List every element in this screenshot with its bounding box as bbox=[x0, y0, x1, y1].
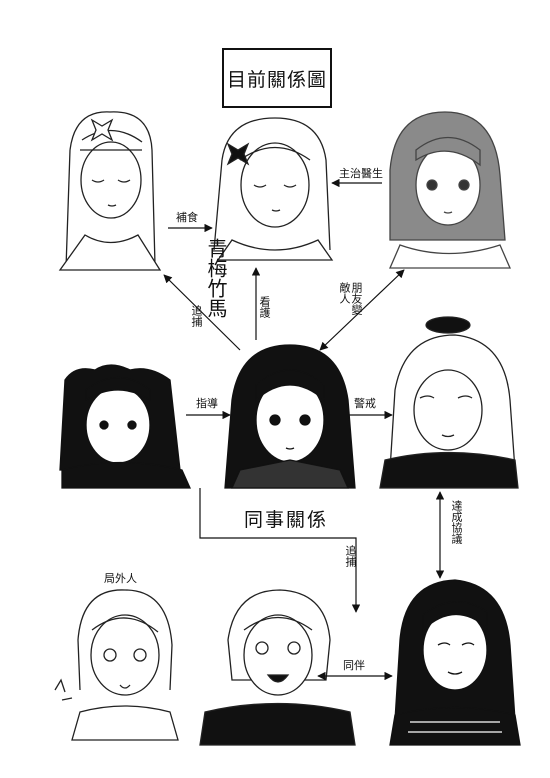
character-top-left bbox=[58, 111, 162, 271]
character-mid-left bbox=[59, 364, 192, 489]
character-bottom-right bbox=[389, 579, 521, 746]
arrow-friend-enemy bbox=[319, 269, 405, 351]
character-bottom-left bbox=[54, 589, 179, 741]
section-title-coworkers: 同事關係 bbox=[244, 509, 329, 531]
character-mid-right bbox=[379, 316, 519, 489]
label-doctor: 主治醫生 bbox=[339, 167, 383, 180]
arrow-chase1 bbox=[163, 274, 241, 351]
label-companion: 同伴 bbox=[343, 659, 365, 672]
label-chase-2: 追捕 bbox=[344, 545, 357, 567]
arrow-chase2 bbox=[199, 488, 361, 613]
label-outsider: 局外人 bbox=[104, 572, 137, 585]
label-friend-enemy: 朋友變敵人 bbox=[338, 282, 363, 315]
label-caution: 警戒 bbox=[354, 397, 376, 410]
label-feeding: 補食 bbox=[176, 211, 198, 224]
character-bottom-center bbox=[199, 589, 356, 746]
label-chase-1: 追捕 bbox=[190, 305, 203, 327]
character-top-center bbox=[213, 117, 334, 261]
label-guard: 看護 bbox=[258, 296, 271, 318]
character-top-right bbox=[389, 111, 511, 269]
diagram-title: 目前關係圖 bbox=[222, 48, 332, 108]
label-guidance: 指導 bbox=[196, 397, 218, 410]
label-childhood-friends: 青梅竹馬 bbox=[204, 238, 228, 318]
label-agreement: 達成協議 bbox=[450, 500, 463, 544]
character-mid-center bbox=[224, 344, 356, 489]
